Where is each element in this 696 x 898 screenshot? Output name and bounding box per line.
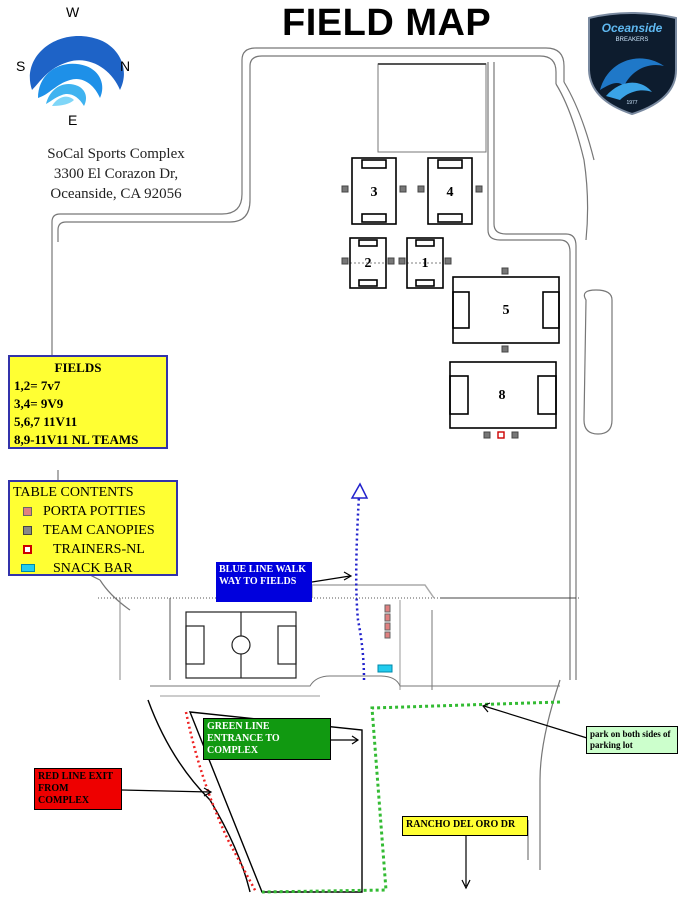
logo-name: Oceanside xyxy=(602,21,663,35)
field-9 xyxy=(185,611,297,679)
field-5-number: 5 xyxy=(503,303,510,318)
blue-walkway-path xyxy=(350,482,369,681)
legend-title: TABLE CONTENTS xyxy=(13,485,134,500)
fields-key-line: 5,6,7 11V11 xyxy=(14,414,78,429)
green-entrance-path xyxy=(261,700,561,894)
city-state-zip: Oceanside, CA 92056 xyxy=(50,186,182,202)
porta-potties xyxy=(384,604,391,639)
callout-arrows xyxy=(121,571,588,890)
legend-item-porta-potties: PORTA POTTIES xyxy=(13,502,173,521)
compass-wave-logo xyxy=(29,36,124,106)
field-8-number: 8 xyxy=(499,388,506,403)
legend-label: SNACK BAR xyxy=(53,561,133,576)
parking-callout: park on both sides of parking lot xyxy=(586,726,678,754)
snack-bar-swatch-icon xyxy=(21,564,35,572)
field-1 xyxy=(398,237,452,289)
legend-label: TRAINERS-NL xyxy=(53,542,145,557)
canopy-swatch-icon xyxy=(23,526,32,535)
legend-label: TEAM CANOPIES xyxy=(43,523,155,538)
field-3 xyxy=(341,157,407,225)
compass-east: E xyxy=(68,112,78,128)
venue-name: SoCal Sports Complex xyxy=(47,146,185,162)
field-8 xyxy=(449,361,557,439)
porta-potty-swatch-icon xyxy=(23,507,32,516)
field-4 xyxy=(417,157,483,225)
field-2 xyxy=(341,237,395,289)
legend-label: PORTA POTTIES xyxy=(43,504,146,519)
field-3-number: 3 xyxy=(371,185,378,200)
address-block: SoCal Sports Complex 3300 El Corazon Dr,… xyxy=(26,144,206,204)
red-line-callout: RED LINE EXIT FROM COMPLEX xyxy=(34,768,122,810)
fields-key-heading: FIELDS xyxy=(54,360,102,375)
field-5 xyxy=(452,267,560,353)
legend-item-trainers: TRAINERS-NL xyxy=(13,540,173,559)
trainer-swatch-icon xyxy=(23,545,32,554)
lower-complex xyxy=(98,584,580,697)
fields-key: FIELDS 1,2= 7v7 3,4= 9V9 5,6,7 11V11 8,9… xyxy=(8,355,168,449)
oceanside-breakers-logo: Oceanside BREAKERS 1977 xyxy=(588,12,677,116)
compass-north: N xyxy=(120,58,131,74)
fields-key-line: 1,2= 7v7 xyxy=(14,378,61,393)
perimeter-road xyxy=(51,47,613,870)
field-4-number: 4 xyxy=(447,185,454,200)
compass-south: S xyxy=(16,58,26,74)
street-address: 3300 El Corazon Dr, xyxy=(53,166,179,182)
green-line-callout: GREEN LINE ENTRANCE TO COMPLEX xyxy=(203,718,331,760)
field-1-number: 1 xyxy=(422,256,429,271)
street-callout: RANCHO DEL ORO DR xyxy=(402,816,528,836)
page-title: FIELD MAP xyxy=(282,2,492,44)
fields-key-line: 3,4= 9V9 xyxy=(14,396,64,411)
field-2-number: 2 xyxy=(365,256,372,271)
snack-bar xyxy=(377,664,393,673)
parking-structure xyxy=(377,63,487,153)
logo-year: 1977 xyxy=(626,100,637,106)
logo-subtitle: BREAKERS xyxy=(616,37,649,43)
compass-west: W xyxy=(66,4,80,20)
legend: TABLE CONTENTS PORTA POTTIES TEAM CANOPI… xyxy=(8,480,178,576)
blue-line-callout: BLUE LINE WALK WAY TO FIELDS xyxy=(216,562,312,602)
legend-item-snack-bar: SNACK BAR xyxy=(13,559,173,578)
legend-item-team-canopies: TEAM CANOPIES xyxy=(13,521,173,540)
fields-key-line: 8,9-11V11 NL TEAMS xyxy=(14,432,139,447)
